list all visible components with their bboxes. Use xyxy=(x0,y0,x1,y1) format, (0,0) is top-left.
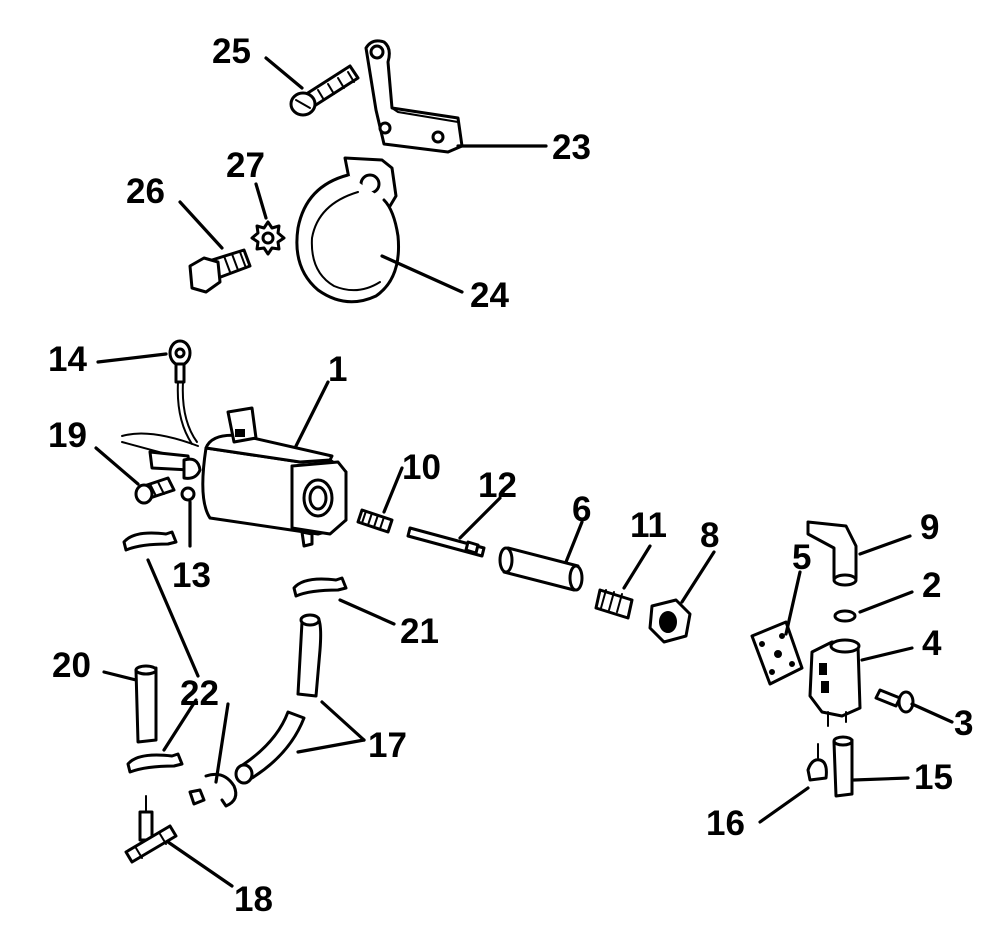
part-17-hose-upper xyxy=(296,613,323,698)
part-12-pin xyxy=(406,526,486,558)
callout-9: 9 xyxy=(920,508,940,547)
callout-25: 25 xyxy=(212,32,251,71)
part-10-spring xyxy=(356,508,394,534)
callout-3: 3 xyxy=(954,704,974,743)
callout-10: 10 xyxy=(402,448,441,487)
callout-15: 15 xyxy=(914,758,953,797)
part-1-solenoid xyxy=(201,406,348,548)
callout-2: 2 xyxy=(922,566,942,605)
callout-17: 17 xyxy=(368,726,407,765)
callout-12: 12 xyxy=(478,466,517,505)
part-22-clamp-small xyxy=(188,772,238,808)
callout-23: 23 xyxy=(552,128,591,167)
callout-22: 22 xyxy=(180,674,219,713)
part-27-star-washer xyxy=(250,220,286,256)
callout-19: 19 xyxy=(48,416,87,455)
callout-13: 13 xyxy=(172,556,211,595)
part-16-cap xyxy=(806,743,828,782)
part-22-clamp-upper xyxy=(122,530,178,552)
callout-1: 1 xyxy=(328,350,348,389)
part-22-clamp-lower xyxy=(126,752,184,774)
part-23-bracket xyxy=(364,39,464,154)
callout-6: 6 xyxy=(572,490,592,529)
part-6-plunger xyxy=(498,546,584,592)
part-9-lever xyxy=(806,520,858,587)
part-4-valve-body xyxy=(808,638,862,727)
part-21-clamp xyxy=(292,576,348,598)
part-2-o-ring xyxy=(833,609,857,623)
callout-20: 20 xyxy=(52,646,91,685)
part-25-screw xyxy=(289,64,360,117)
callout-26: 26 xyxy=(126,172,165,211)
part-8-nut xyxy=(648,598,692,644)
part-5-gasket xyxy=(750,620,804,686)
part-15-tube xyxy=(832,735,854,798)
callout-21: 21 xyxy=(400,612,439,651)
callout-11: 11 xyxy=(630,506,667,545)
part-13-wire-lead xyxy=(121,432,202,502)
part-24-clamp xyxy=(295,156,401,304)
callout-24: 24 xyxy=(470,276,509,315)
callout-5: 5 xyxy=(792,538,812,577)
part-19-screw xyxy=(134,476,176,505)
part-14-ring-terminal xyxy=(168,339,198,445)
part-17-hose-lower xyxy=(234,710,306,785)
callout-18: 18 xyxy=(234,880,273,919)
leader-lines xyxy=(94,56,954,888)
callout-16: 16 xyxy=(706,804,745,843)
part-11-spring xyxy=(594,588,634,620)
callout-27: 27 xyxy=(226,146,265,185)
callout-8: 8 xyxy=(700,516,720,555)
part-26-bolt xyxy=(188,248,252,294)
part-3-screw xyxy=(874,688,915,714)
callout-14: 14 xyxy=(48,340,87,379)
part-20-hose xyxy=(134,664,158,744)
callout-4: 4 xyxy=(922,624,942,663)
part-18-tee-fitting xyxy=(124,795,178,864)
